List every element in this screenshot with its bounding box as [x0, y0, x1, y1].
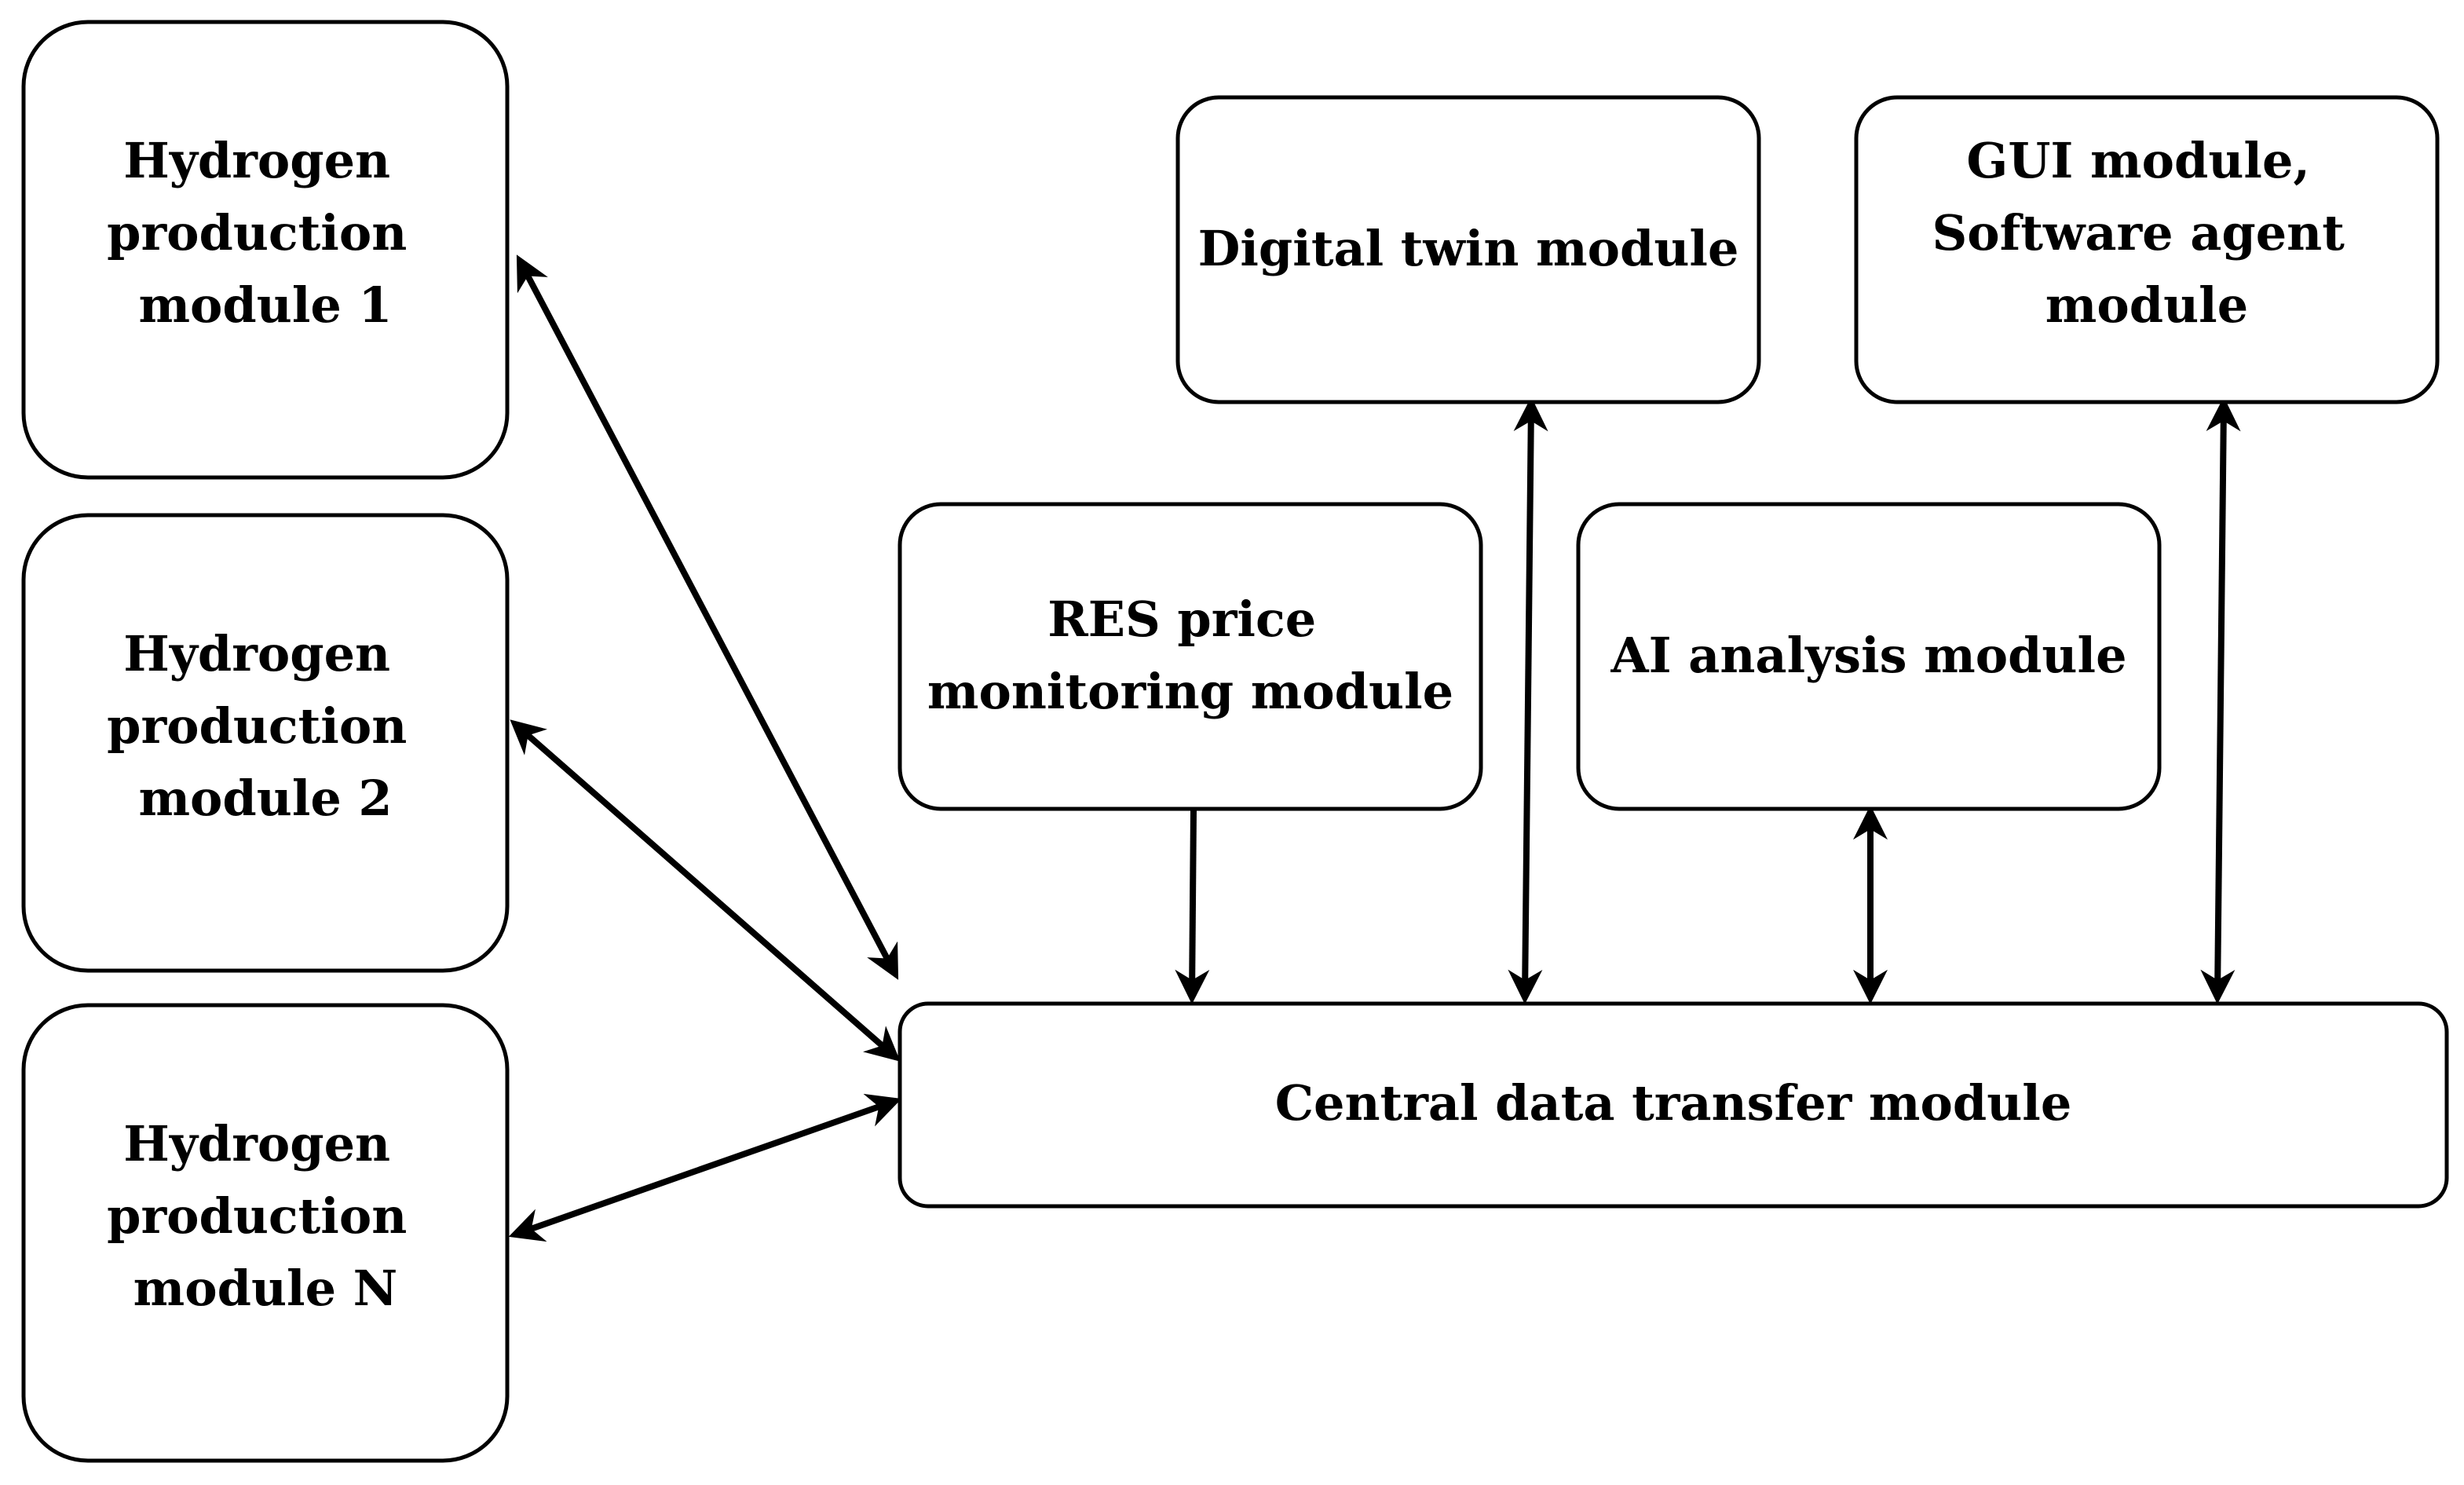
node-label-line: GUI module, [1966, 132, 2310, 189]
node-hydrogen-production-module-2: Hydrogen production module 2 [21, 513, 510, 973]
node-label-line: module N [133, 1260, 398, 1317]
node-gui-software-agent-module: GUI module, Software agent module [1854, 95, 2440, 404]
node-hydrogen-production-module-n: Hydrogen production module N [21, 1003, 510, 1463]
edge-hpm1-central [516, 254, 899, 980]
svg-text:GUI module, Software age: GUI module, Software agent module [1932, 132, 2362, 334]
node-label-line: production [107, 204, 407, 262]
svg-text:Hydrogen production: Hydrogen production module N [107, 1115, 424, 1317]
edge-gui-agent-central [2200, 397, 2241, 1004]
node-label-line: Hydrogen [123, 1115, 390, 1172]
node-label-line: module 1 [138, 276, 392, 334]
node-label-line: Hydrogen [123, 625, 390, 682]
node-label-line: Software agent [1932, 204, 2345, 262]
svg-text:Digital twin module: Digital twin module [1198, 220, 1739, 277]
node-central-data-transfer-module: Central data transfer module [897, 1001, 2449, 1209]
edge-hpmN-central [508, 1093, 902, 1242]
node-label-line: production [107, 1187, 407, 1245]
node-digital-twin-module: Digital twin module [1175, 95, 1761, 404]
node-label-line: Hydrogen [123, 132, 390, 189]
svg-text:RES price monitoring mod: RES price monitoring module [927, 591, 1453, 720]
node-ai-analysis-module: AI analysis module [1576, 502, 2162, 811]
edge-digital-twin-central [1508, 397, 1548, 1004]
edge-res-price-central [1175, 810, 1210, 1004]
node-res-price-monitoring-module: RES price monitoring module [897, 502, 1483, 811]
node-label-line: Central data transfer module [1275, 1074, 2072, 1132]
svg-text:Hydrogen production: Hydrogen production module 1 [107, 132, 424, 334]
svg-text:AI analysis module: AI analysis module [1610, 627, 2126, 684]
node-label-line: monitoring module [927, 663, 1453, 720]
node-hydrogen-production-module-1: Hydrogen production module 1 [21, 20, 510, 480]
node-label-line: production [107, 697, 407, 755]
node-label-line: RES price [1047, 591, 1316, 648]
svg-text:Hydrogen production: Hydrogen production module 2 [107, 625, 424, 827]
node-label-line: module 2 [138, 770, 392, 827]
node-label-line: Digital twin module [1198, 220, 1739, 277]
node-label-line: AI analysis module [1610, 627, 2126, 684]
edge-hpm2-central [510, 719, 901, 1062]
svg-text:Central data transfer module: Central data transfer module [1275, 1074, 2072, 1132]
node-label-line: module [2045, 276, 2248, 334]
